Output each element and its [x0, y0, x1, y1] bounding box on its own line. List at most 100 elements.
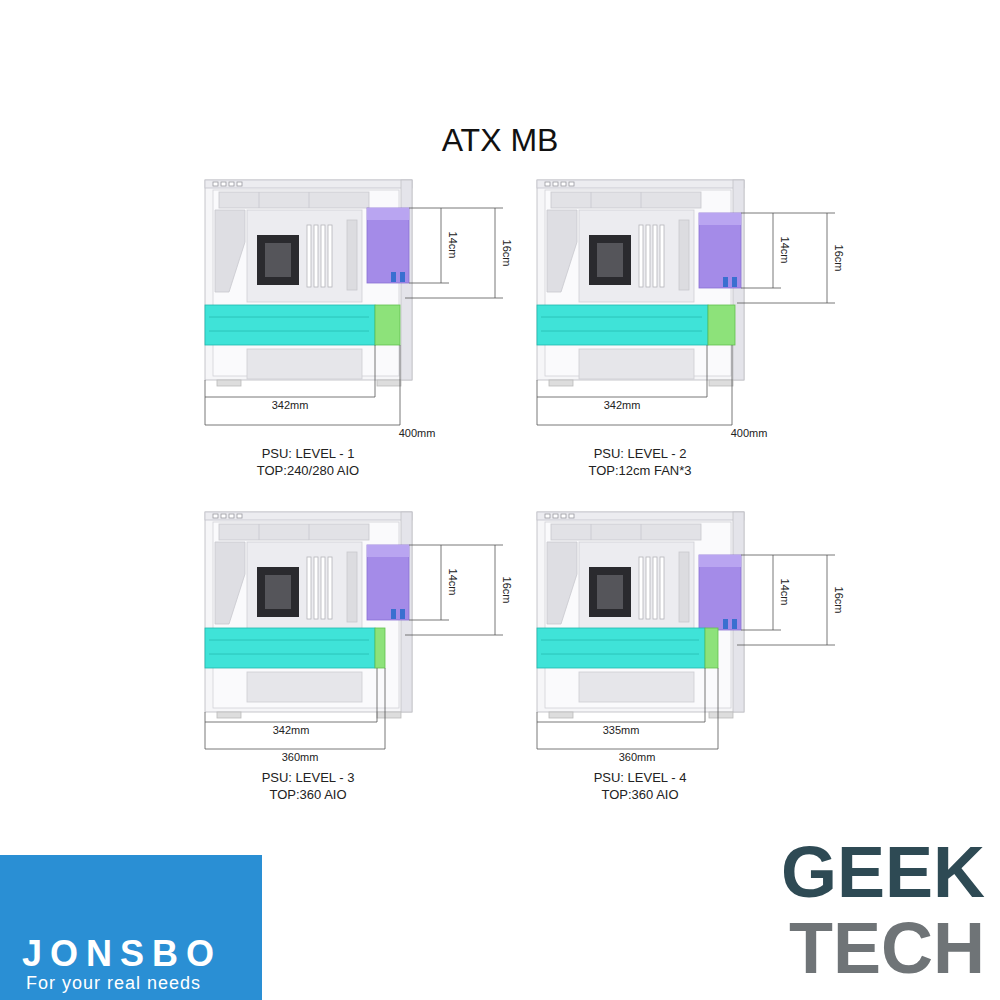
bottom-fans [579, 672, 694, 702]
dimension-label: 360mm [282, 751, 319, 764]
top-panel [205, 512, 412, 520]
cpu-socket [589, 235, 631, 285]
ram-stick [307, 557, 311, 619]
vent-hole [237, 182, 242, 186]
top-fans [551, 192, 701, 208]
leader-line [409, 208, 503, 209]
foot [217, 380, 241, 386]
rear-shroud [215, 210, 245, 292]
dimension-line [537, 397, 707, 398]
extension-line [705, 668, 706, 722]
motherboard [247, 210, 362, 302]
psu-connector [400, 609, 405, 619]
dimension-line [773, 555, 774, 630]
vent-hole [213, 514, 218, 518]
dimension-line [827, 213, 828, 303]
gpu [537, 305, 708, 345]
fan-divider [259, 524, 260, 540]
extension-line [732, 345, 733, 425]
vrm [347, 220, 357, 290]
top-fans [219, 192, 369, 208]
gpu-fin [541, 654, 699, 655]
ram-stick [660, 225, 664, 287]
ram-stick [314, 557, 318, 619]
extension-line [707, 345, 708, 397]
ram-stick [314, 225, 318, 287]
leader-line [405, 298, 503, 299]
leader-line [409, 620, 449, 621]
case-illustration [205, 180, 503, 425]
fan-divider [641, 524, 642, 540]
ram-stick [646, 225, 650, 287]
gpu-clearance [708, 305, 735, 345]
dimension-label: 16cm [501, 240, 514, 267]
psu-top [699, 555, 741, 567]
dimension-line [205, 425, 400, 426]
vent-hole [569, 514, 574, 518]
psu-top [367, 208, 409, 220]
psu-connector [391, 272, 396, 282]
psu [699, 555, 741, 630]
gpu-fin [541, 317, 702, 318]
dimension-line [441, 208, 442, 283]
vent-hole [561, 182, 566, 186]
foot [217, 712, 241, 718]
fan-divider [641, 192, 642, 208]
dimension-label: 16cm [833, 587, 846, 614]
extension-line [537, 380, 538, 425]
ram-stick [321, 225, 325, 287]
dimension-label: 335mm [603, 724, 640, 737]
config-label: TOP:240/280 AIO [257, 464, 359, 479]
ram-stick [646, 557, 650, 619]
top-fans [551, 524, 701, 540]
rear-shroud [547, 542, 577, 624]
bottom-fans [247, 672, 362, 702]
vrm [347, 552, 357, 622]
rear-shroud [547, 210, 577, 292]
foot [377, 380, 401, 386]
vent-hole [553, 182, 558, 186]
title: ATX MB [442, 122, 559, 159]
psu-connector [732, 619, 737, 629]
cpu-plate [597, 243, 623, 277]
dimension-line [205, 749, 385, 750]
ram-stick [653, 557, 657, 619]
gpu-fin [209, 654, 369, 655]
config-label: PSU: LEVEL - 1 [262, 447, 355, 462]
vrm [679, 220, 689, 290]
ram-stick [653, 225, 657, 287]
dimension-line [537, 749, 718, 750]
case-frame [537, 180, 744, 380]
extension-line [400, 345, 401, 425]
dimension-line [537, 425, 732, 426]
cpu-socket [257, 235, 299, 285]
gpu [537, 628, 705, 668]
leader-line [741, 213, 835, 214]
ram-stick [328, 557, 332, 619]
fan-divider [591, 524, 592, 540]
config-label: PSU: LEVEL - 2 [594, 447, 687, 462]
extension-line [537, 712, 538, 749]
psu-connector [400, 272, 405, 282]
extension-line [385, 668, 386, 749]
case-illustration [537, 180, 835, 425]
psu-connector [732, 277, 737, 287]
extension-line [205, 380, 206, 425]
foot [709, 380, 733, 386]
dimension-label: 16cm [833, 245, 846, 272]
top-panel [537, 512, 744, 520]
gpu-clearance [375, 628, 385, 668]
leader-line [737, 303, 835, 304]
extension-line [718, 668, 719, 749]
vent-hole [545, 514, 550, 518]
case-illustration [537, 512, 835, 749]
gpu-fin [209, 317, 369, 318]
psu-connector [391, 609, 396, 619]
top-panel [205, 180, 412, 188]
motherboard [579, 210, 694, 302]
dimension-label: 400mm [399, 427, 436, 440]
gpu [205, 305, 375, 345]
extension-line [375, 345, 376, 397]
dimension-line [205, 722, 377, 723]
